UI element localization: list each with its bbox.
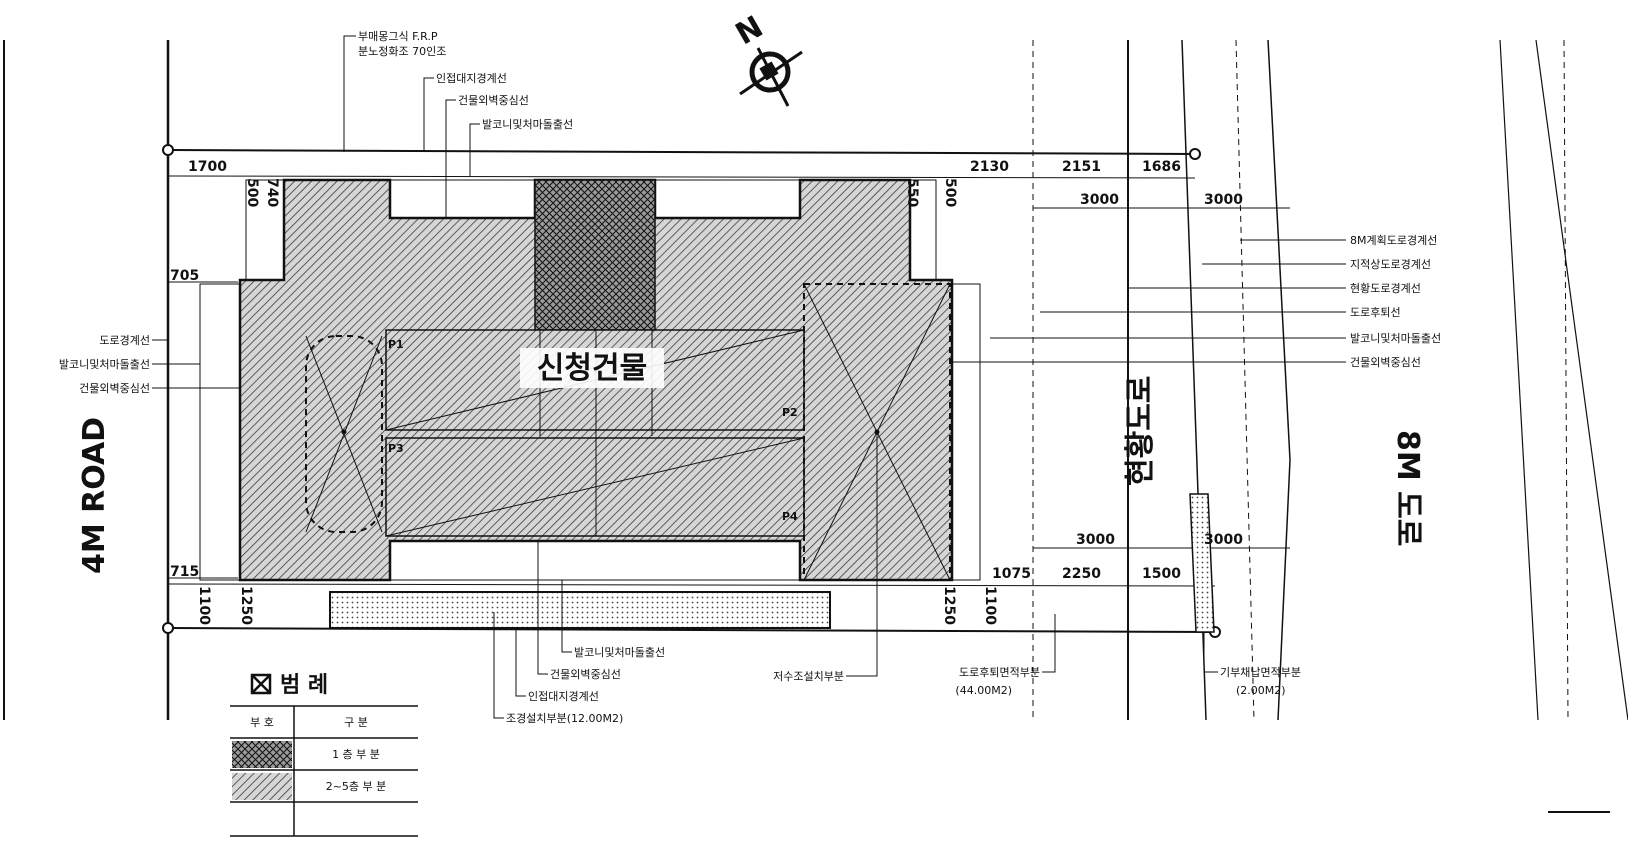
dim-3000d: 3000 — [1204, 532, 1243, 548]
water-tank-label: 저수조설치부분 — [773, 670, 844, 683]
donation-area-label-line1: 기부채납면적부분 — [1220, 666, 1301, 679]
landscape-area-label: 조경설치부분(12.00M2) — [506, 712, 623, 725]
dim-1700: 1700 — [188, 159, 227, 175]
existing-road-label: 현황도로 — [1123, 376, 1158, 486]
road-4m-label: 4M ROAD — [77, 417, 112, 574]
road-8m-label: 8M 도로 — [1390, 430, 1425, 546]
balcony-eave-label: 발코니및처마돌출선 — [482, 118, 573, 131]
dim-740: 740 — [264, 178, 280, 207]
right-wall-center-label: 건물외벽중심선 — [1350, 356, 1421, 369]
stair-core — [534, 179, 656, 331]
top-dimension-values: 1700 500 740 550 500 2130 2151 1686 3000… — [170, 159, 1243, 580]
roof-note-line2: 분노정화조 70인조 — [358, 45, 446, 58]
left-labels: 도로경계선 발코니및처마돌출선 건물외벽중심선 — [59, 334, 240, 395]
dim-2151: 2151 — [1062, 159, 1101, 175]
dim-715: 715 — [170, 564, 199, 580]
legend-col-part: 구 분 — [344, 716, 368, 729]
dim-1100: 1100 — [196, 586, 212, 625]
roof-note-line1: 부매몽그식 F.R.P — [358, 30, 438, 43]
setback-line-label: 도로후퇴선 — [1350, 306, 1401, 319]
legend-title: 범 례 — [280, 673, 328, 698]
dim-1500: 1500 — [1142, 566, 1181, 582]
dim-3000c: 3000 — [1076, 532, 1115, 548]
dim-1250b: 1250 — [941, 586, 957, 625]
setback-area-label-line2: (44.00M2) — [955, 684, 1012, 697]
dim-2250: 2250 — [1062, 566, 1101, 582]
bottom-balcony-eave-label: 발코니및처마돌출선 — [574, 646, 665, 659]
dim-705: 705 — [170, 268, 199, 284]
dim-3000a: 3000 — [1080, 192, 1119, 208]
legend-row2: 2~5층 부 분 — [326, 780, 387, 793]
dim-1250: 1250 — [238, 586, 254, 625]
dim-3000b: 3000 — [1204, 192, 1243, 208]
right-balcony-eave-label: 발코니및처마돌출선 — [1350, 332, 1441, 345]
dim-500b: 500 — [942, 178, 958, 207]
top-notes: 부매몽그식 F.R.P 분노정화조 70인조 인접대지경계선 건물외벽중심선 발… — [343, 30, 573, 218]
legend-row1: 1 층 부 분 — [332, 748, 380, 761]
bottom-wall-center-label: 건물외벽중심선 — [550, 668, 621, 681]
dim-550: 550 — [904, 178, 920, 207]
building-name: 신청건물 — [537, 351, 647, 386]
landscape-area — [329, 591, 831, 629]
planned-road-label: 8M계획도로경계선 — [1350, 234, 1437, 247]
north-label: N — [730, 9, 769, 52]
donation-area — [1189, 493, 1215, 633]
legend-col-symbol: 부 호 — [250, 716, 274, 729]
point-p3: P3 — [388, 442, 404, 455]
adjacent-boundary-label: 인접대지경계선 — [436, 72, 507, 85]
dim-2130: 2130 — [970, 159, 1009, 175]
dim-1075: 1075 — [992, 566, 1031, 582]
dim-1686: 1686 — [1142, 159, 1181, 175]
left-wall-center-label: 건물외벽중심선 — [79, 382, 150, 395]
left-balcony-eave-label: 발코니및처마돌출선 — [59, 358, 150, 371]
north-arrow-icon: N — [730, 9, 803, 107]
right-labels: 8M계획도로경계선 지적상도로경계선 현황도로경계선 도로후퇴선 발코니및처마돌… — [952, 234, 1441, 369]
bottom-adjacent-boundary-label: 인접대지경계선 — [528, 690, 599, 703]
point-p2: P2 — [782, 406, 798, 419]
bottom-dimension-values: 1100 1250 1250 1100 1075 2250 1500 3000 … — [196, 532, 1243, 625]
road-boundary-label: 도로경계선 — [99, 334, 150, 347]
dim-500: 500 — [244, 178, 260, 207]
current-road-label: 현황도로경계선 — [1350, 282, 1421, 295]
dim-1100b: 1100 — [982, 586, 998, 625]
point-p1: P1 — [388, 338, 404, 351]
point-p4: P4 — [782, 510, 798, 523]
setback-area-label-line1: 도로후퇴면적부분 — [959, 666, 1040, 679]
legend-swatch-first-floor — [232, 741, 292, 768]
wall-centerline-label: 건물외벽중심선 — [458, 94, 529, 107]
legend: 범 례 부 호 구 분 1 층 부 분 2~5층 부 분 — [230, 673, 418, 837]
donation-area-label-line2: (2.00M2) — [1236, 684, 1286, 697]
cadastral-road-label: 지적상도로경계선 — [1350, 258, 1431, 271]
legend-swatch-upper-floors — [232, 773, 292, 800]
bottom-labels: 발코니및처마돌출선 건물외벽중심선 인접대지경계선 조경설치부분(12.00M2… — [493, 432, 1301, 725]
